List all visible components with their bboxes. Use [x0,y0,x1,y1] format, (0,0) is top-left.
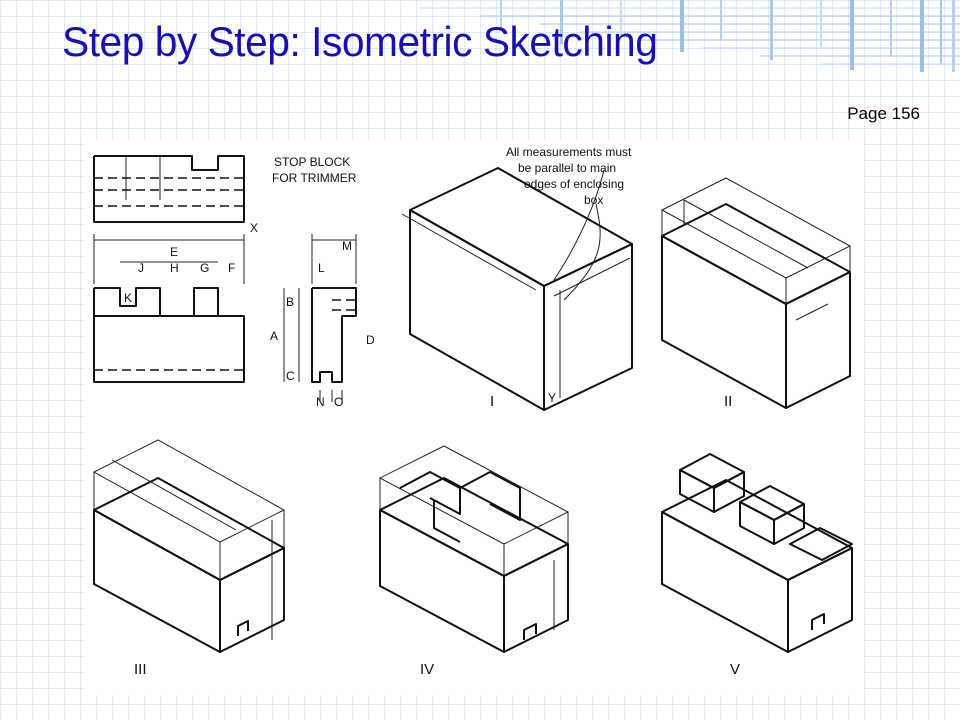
drawing-heading: STOP BLOCK FOR TRIMMER [272,155,357,185]
label-m: M [342,239,352,253]
label-e: E [170,245,178,259]
stage-4-box [378,445,570,653]
label-d: D [366,333,375,347]
callout-line-3: edges of enclosing [524,177,624,191]
label-y: Y [548,391,556,405]
slide-header: Step by Step: Isometric Sketching [0,0,960,82]
front-view [93,234,245,383]
stage-2-box [660,177,852,409]
label-l: L [318,261,325,275]
label-f: F [228,261,235,275]
label-h: H [170,261,179,275]
measurement-callout: All measurements must be parallel to mai… [506,145,632,207]
technical-drawing: E J H G F M L K B A C D N O X Y STOP BLO… [84,140,864,695]
step-numerals: I II III IV V [134,393,740,678]
label-o: O [334,395,343,409]
step-numeral-5: V [730,661,740,678]
step-numeral-3: III [134,661,147,678]
label-x: X [250,221,258,235]
isometric-sketching-figure: E J H G F M L K B A C D N O X Y STOP BLO… [84,140,864,695]
heading-line-1: STOP BLOCK [274,155,350,169]
label-b: B [286,295,294,309]
step-numeral-1: I [490,393,494,410]
callout-line-4: box [584,193,603,207]
stage-1-box [401,167,633,411]
callout-line-2: be parallel to main [518,161,616,175]
label-a: A [270,329,278,343]
heading-line-2: FOR TRIMMER [272,171,357,185]
step-numeral-2: II [724,393,732,410]
slide-title: Step by Step: Isometric Sketching [62,18,658,65]
step-numeral-4: IV [420,661,434,678]
label-n: N [316,395,325,409]
side-view [283,234,357,402]
label-j: J [138,261,144,275]
dimension-labels: E J H G F M L K B A C D N O X Y [124,221,556,409]
page-number: Page 156 [847,104,920,123]
callout-line-1: All measurements must [506,145,632,159]
stage-5-finished [661,453,853,653]
label-g: G [200,261,209,275]
top-view [93,155,245,223]
label-c: C [286,369,295,383]
stage-3-box [92,439,286,653]
label-k: K [124,291,132,305]
corner-grid-decoration [420,0,960,72]
